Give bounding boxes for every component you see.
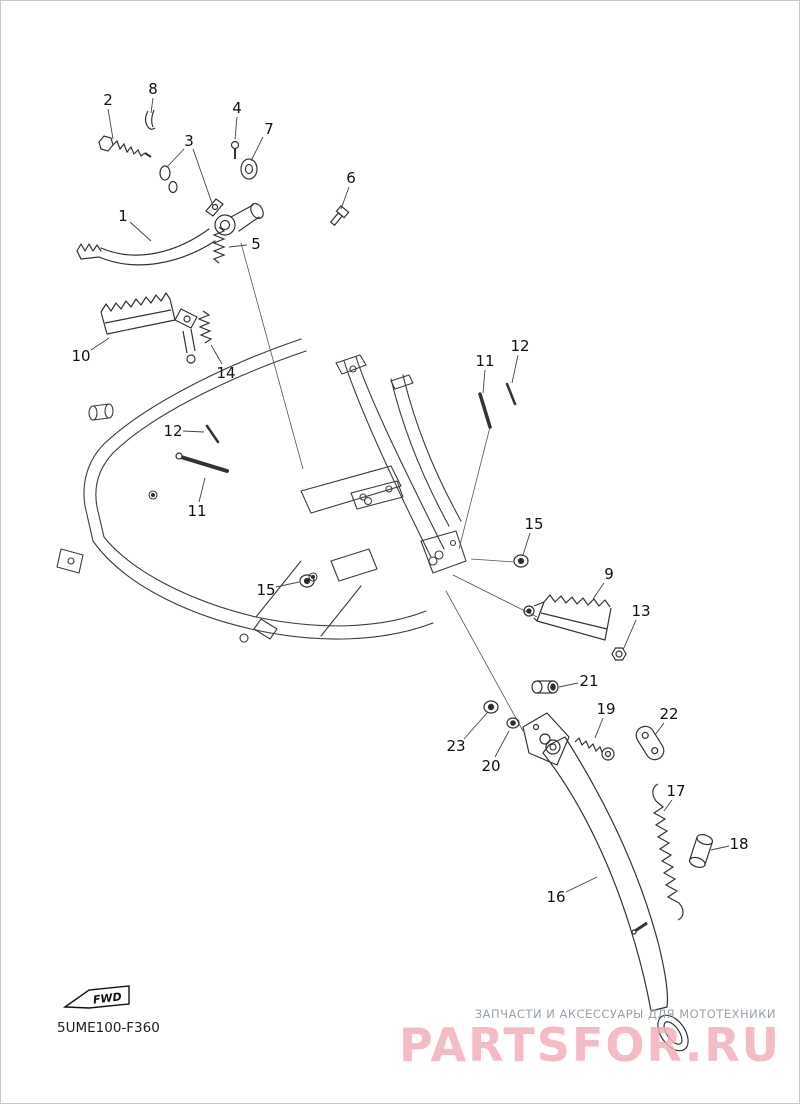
assembly-lines bbox=[240, 242, 538, 732]
stand-pivot-bracket bbox=[522, 712, 570, 766]
part-label-13: 13 bbox=[631, 602, 650, 620]
part-label-15-right: 15 bbox=[524, 515, 543, 533]
part-label-4: 4 bbox=[232, 99, 242, 117]
part-footrest-right bbox=[523, 594, 612, 641]
part-label-19: 19 bbox=[596, 700, 615, 718]
part-bolt-left bbox=[175, 452, 229, 473]
part-label-20: 20 bbox=[481, 757, 500, 775]
part-washer-15-right bbox=[513, 554, 529, 568]
part-label-2: 2 bbox=[103, 91, 113, 109]
fwd-flag-shape bbox=[62, 985, 130, 1009]
part-label-16: 16 bbox=[546, 888, 565, 906]
part-washer-23 bbox=[483, 700, 499, 714]
part-label-8: 8 bbox=[148, 80, 158, 98]
part-nut bbox=[611, 647, 627, 661]
part-label-11-left: 11 bbox=[187, 502, 206, 520]
part-stand-spring bbox=[652, 783, 684, 921]
diagram-code: 5UME100-F360 bbox=[57, 1020, 160, 1036]
part-label-11-right: 11 bbox=[475, 352, 494, 370]
part-label-6: 6 bbox=[346, 169, 356, 187]
part-footrest-left bbox=[100, 292, 198, 364]
watermark-brand: PARTSFOR.RU bbox=[399, 1018, 781, 1072]
part-label-22: 22 bbox=[659, 705, 678, 723]
part-label-23: 23 bbox=[446, 737, 465, 755]
part-washer-7 bbox=[240, 158, 258, 180]
part-adjust-bolt bbox=[98, 135, 152, 158]
part-pedal-spring bbox=[212, 226, 226, 264]
part-cotter-pin bbox=[144, 109, 156, 130]
part-washer-15-left bbox=[299, 574, 315, 588]
watermark-subtitle: ЗАПЧАСТИ И АКСЕССУАРЫ ДЛЯ МОТОТЕХНИКИ bbox=[475, 1007, 776, 1021]
watermark: ЗАПЧАСТИ И АКСЕССУАРЫ ДЛЯ МОТОТЕХНИКИ PA… bbox=[399, 1007, 781, 1072]
part-label-7: 7 bbox=[264, 120, 274, 138]
part-pin-right bbox=[505, 382, 517, 406]
fwd-label: FWD bbox=[92, 990, 122, 1006]
part-pin-left bbox=[205, 424, 220, 444]
part-bushing bbox=[531, 680, 559, 694]
part-label-21: 21 bbox=[579, 672, 598, 690]
part-washers bbox=[159, 165, 178, 194]
part-label-1: 1 bbox=[118, 207, 128, 225]
part-label-12-right: 12 bbox=[510, 337, 529, 355]
part-small-bolt bbox=[230, 140, 240, 159]
part-label-14: 14 bbox=[216, 364, 235, 382]
part-footrest-spring bbox=[197, 310, 213, 344]
part-label-17: 17 bbox=[666, 782, 685, 800]
part-label-12-left: 12 bbox=[163, 422, 182, 440]
part-bolt-right bbox=[478, 392, 492, 429]
part-label-18: 18 bbox=[729, 835, 748, 853]
part-label-9: 9 bbox=[604, 565, 614, 583]
part-washer-20 bbox=[506, 717, 520, 729]
fwd-indicator: FWD bbox=[62, 985, 130, 1009]
part-labels: 2 8 4 7 3 6 1 5 10 14 12 11 12 11 15 15 … bbox=[71, 80, 748, 906]
part-stand-bolt bbox=[574, 736, 615, 761]
part-pivot-bolt bbox=[329, 205, 350, 227]
part-brake-pedal bbox=[76, 198, 264, 266]
motorcycle-frame bbox=[56, 338, 467, 643]
part-bracket-plate bbox=[635, 725, 665, 761]
part-collar bbox=[688, 834, 714, 868]
part-side-stand bbox=[542, 736, 689, 1052]
part-label-15-left: 15 bbox=[256, 581, 275, 599]
callout-leaders bbox=[90, 97, 730, 893]
part-label-10: 10 bbox=[71, 347, 90, 365]
part-label-5: 5 bbox=[251, 235, 261, 253]
part-label-3: 3 bbox=[184, 132, 194, 150]
